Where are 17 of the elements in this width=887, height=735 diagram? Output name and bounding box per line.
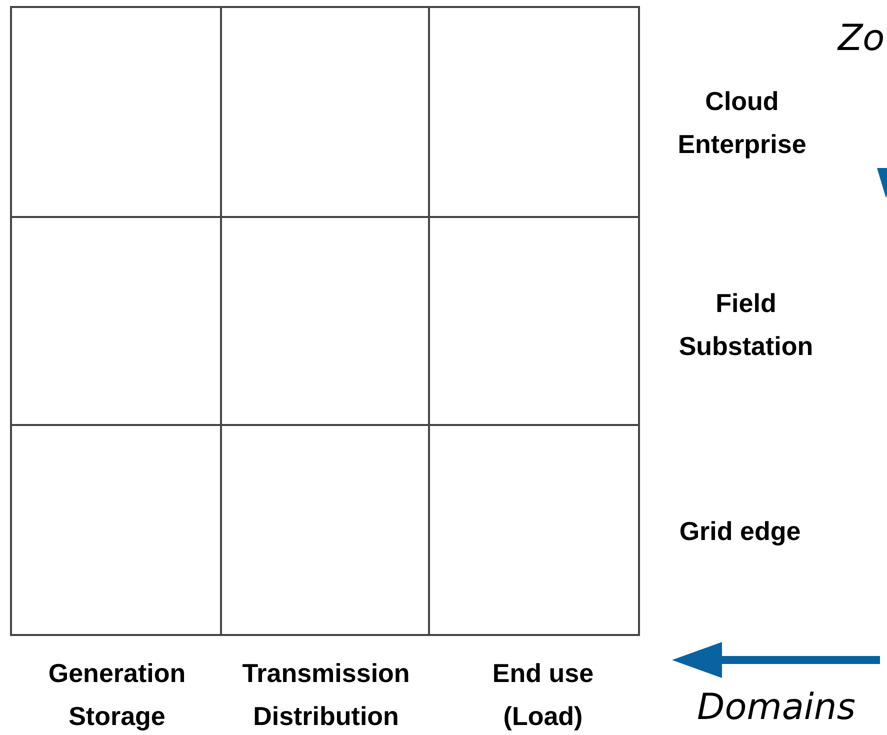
axis-label: Cloud Enterprise (676, 85, 808, 161)
axis-title: Zo (838, 18, 885, 60)
grid-cell (10, 216, 222, 426)
grid-cell (10, 6, 222, 218)
axis-label: Transmission Distribution (241, 657, 411, 733)
axis-label: Grid edge (678, 515, 802, 548)
grid-cell (220, 6, 430, 218)
grid-cell (430, 216, 640, 426)
grid-cell (430, 6, 640, 218)
grid-cell (220, 216, 430, 426)
grid-cell (430, 426, 640, 636)
axis-title: Domains (697, 687, 856, 729)
grid-cell (10, 426, 222, 636)
axis-label: End use (Load) (491, 657, 595, 733)
axis-label: Field Substation (678, 287, 814, 363)
axis-label: Generation Storage (47, 657, 187, 733)
grid-cell (220, 426, 430, 636)
